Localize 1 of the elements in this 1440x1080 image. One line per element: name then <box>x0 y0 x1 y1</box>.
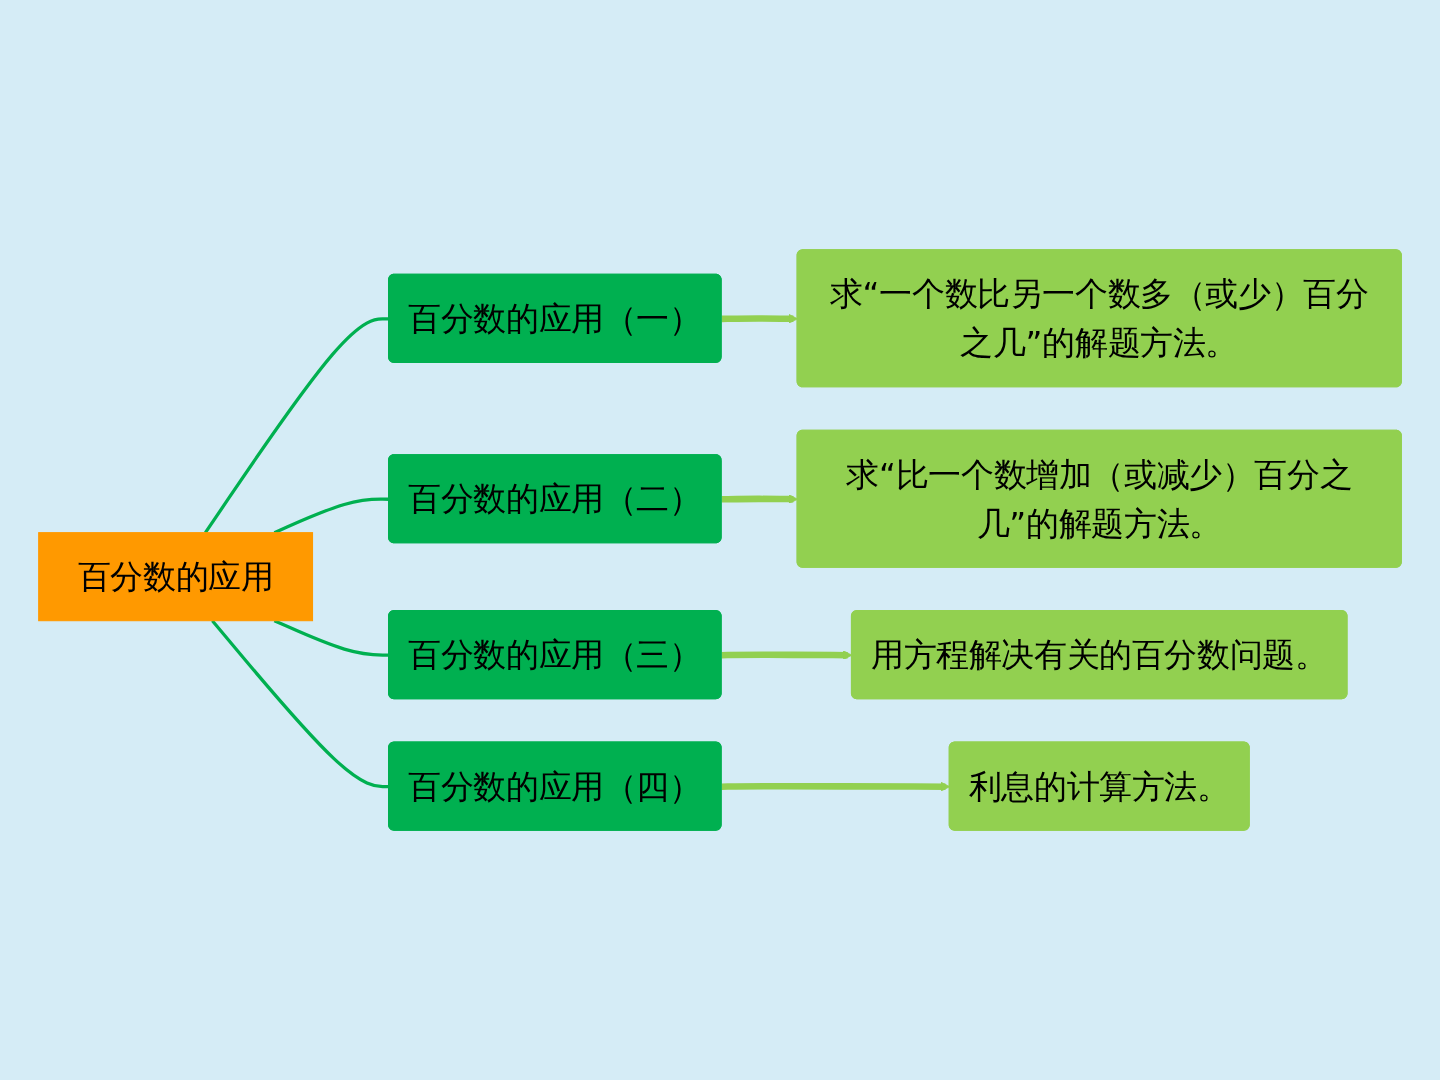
node-box: 百分数的应用 <box>38 532 314 622</box>
